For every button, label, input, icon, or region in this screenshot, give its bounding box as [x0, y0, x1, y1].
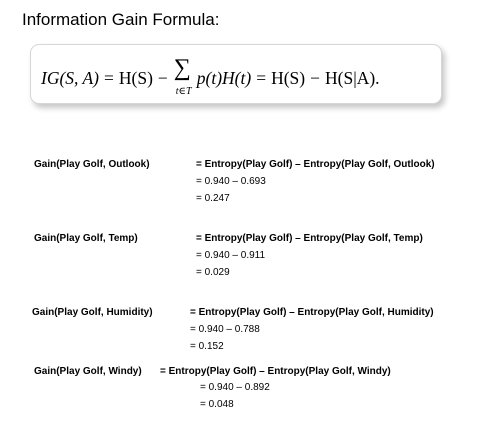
gain-windy-line-2: = 0.940 – 0.892: [200, 382, 270, 393]
gain-humidity-line-1: = Entropy(Play Golf) – Entropy(Play Golf…: [190, 307, 434, 318]
formula-h-s-given-a: H(S|A).: [325, 68, 380, 88]
gain-windy-line-3: = 0.048: [200, 399, 234, 410]
page-title: Information Gain Formula:: [22, 10, 220, 29]
formula-lhs: IG(S, A): [41, 68, 99, 88]
gain-temp-line-3: = 0.029: [196, 267, 230, 278]
gain-windy-line-1: = Entropy(Play Golf) – Entropy(Play Golf…: [160, 366, 391, 377]
gain-label-windy: Gain(Play Golf, Windy): [34, 366, 142, 377]
gain-humidity-line-2: = 0.940 – 0.788: [190, 324, 260, 335]
formula-h-s-2: H(S): [271, 68, 306, 88]
gain-temp-line-2: = 0.940 – 0.911: [196, 250, 266, 261]
formula-h-s: H(S): [118, 68, 153, 88]
formula-term: p(t)H(t): [196, 68, 252, 88]
formula-equals-2: =: [256, 68, 267, 88]
gain-outlook-line-3: = 0.247: [196, 193, 230, 204]
gain-outlook-line-1: = Entropy(Play Golf) – Entropy(Play Golf…: [196, 159, 435, 170]
gain-label-humidity: Gain(Play Golf, Humidity): [32, 307, 153, 318]
formula-equals: =: [104, 68, 114, 88]
formula-box: IG(S, A) = H(S) − ∑ t∈T p(t)H(t) = H(S) …: [30, 44, 442, 104]
formula-minus: −: [157, 68, 168, 88]
gain-temp-line-1: = Entropy(Play Golf) – Entropy(Play Golf…: [196, 233, 423, 244]
summation: ∑ t∈T: [174, 56, 196, 97]
formula-minus-2: −: [310, 68, 320, 88]
gain-label-temp: Gain(Play Golf, Temp): [34, 233, 138, 244]
gain-humidity-line-3: = 0.152: [190, 341, 224, 352]
gain-outlook-line-2: = 0.940 – 0.693: [196, 176, 266, 187]
summation-sign: ∑: [173, 55, 191, 81]
gain-label-outlook: Gain(Play Golf, Outlook): [34, 159, 150, 170]
information-gain-formula: IG(S, A) = H(S) − ∑ t∈T p(t)H(t) = H(S) …: [41, 56, 380, 97]
summation-subscript: t∈T: [175, 86, 192, 97]
